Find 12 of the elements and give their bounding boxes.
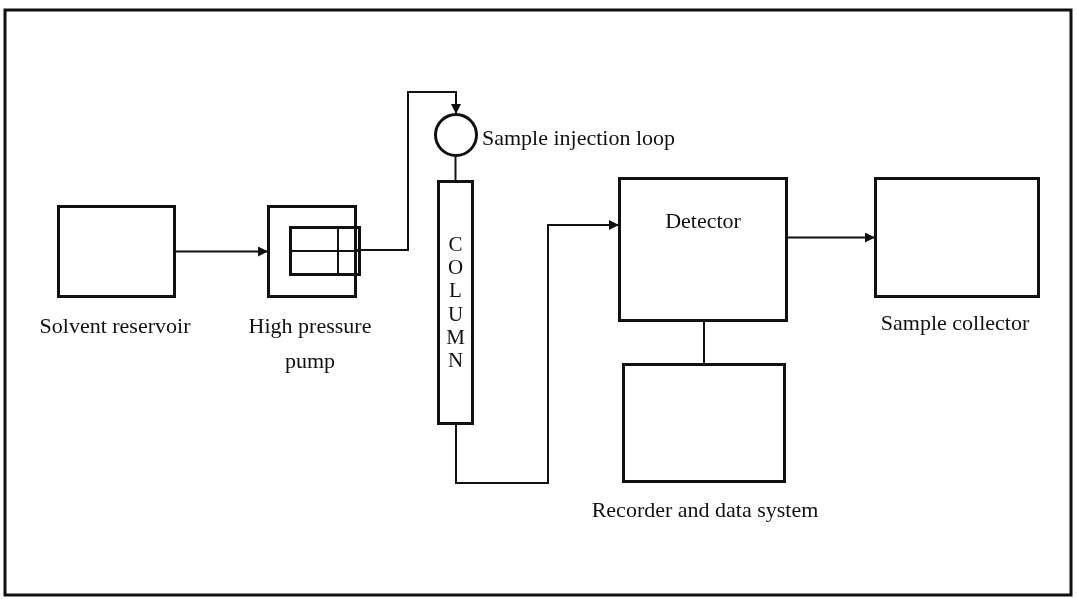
arrow: [455, 220, 619, 484]
arrow: [787, 232, 875, 243]
connector-line: [703, 321, 705, 364]
node-label: Sample collector: [879, 309, 1031, 337]
node-label: High pressure pump: [247, 312, 373, 375]
node-label: Detector: [665, 208, 741, 234]
connector-line: [454, 156, 457, 181]
loop-caption: Sample injection loop: [482, 124, 676, 152]
node-label: Recorder and data system: [590, 496, 820, 524]
arrow: [175, 246, 268, 257]
node-label: Solvent reservoir: [38, 312, 192, 340]
node-label: COLUMN: [445, 233, 466, 372]
